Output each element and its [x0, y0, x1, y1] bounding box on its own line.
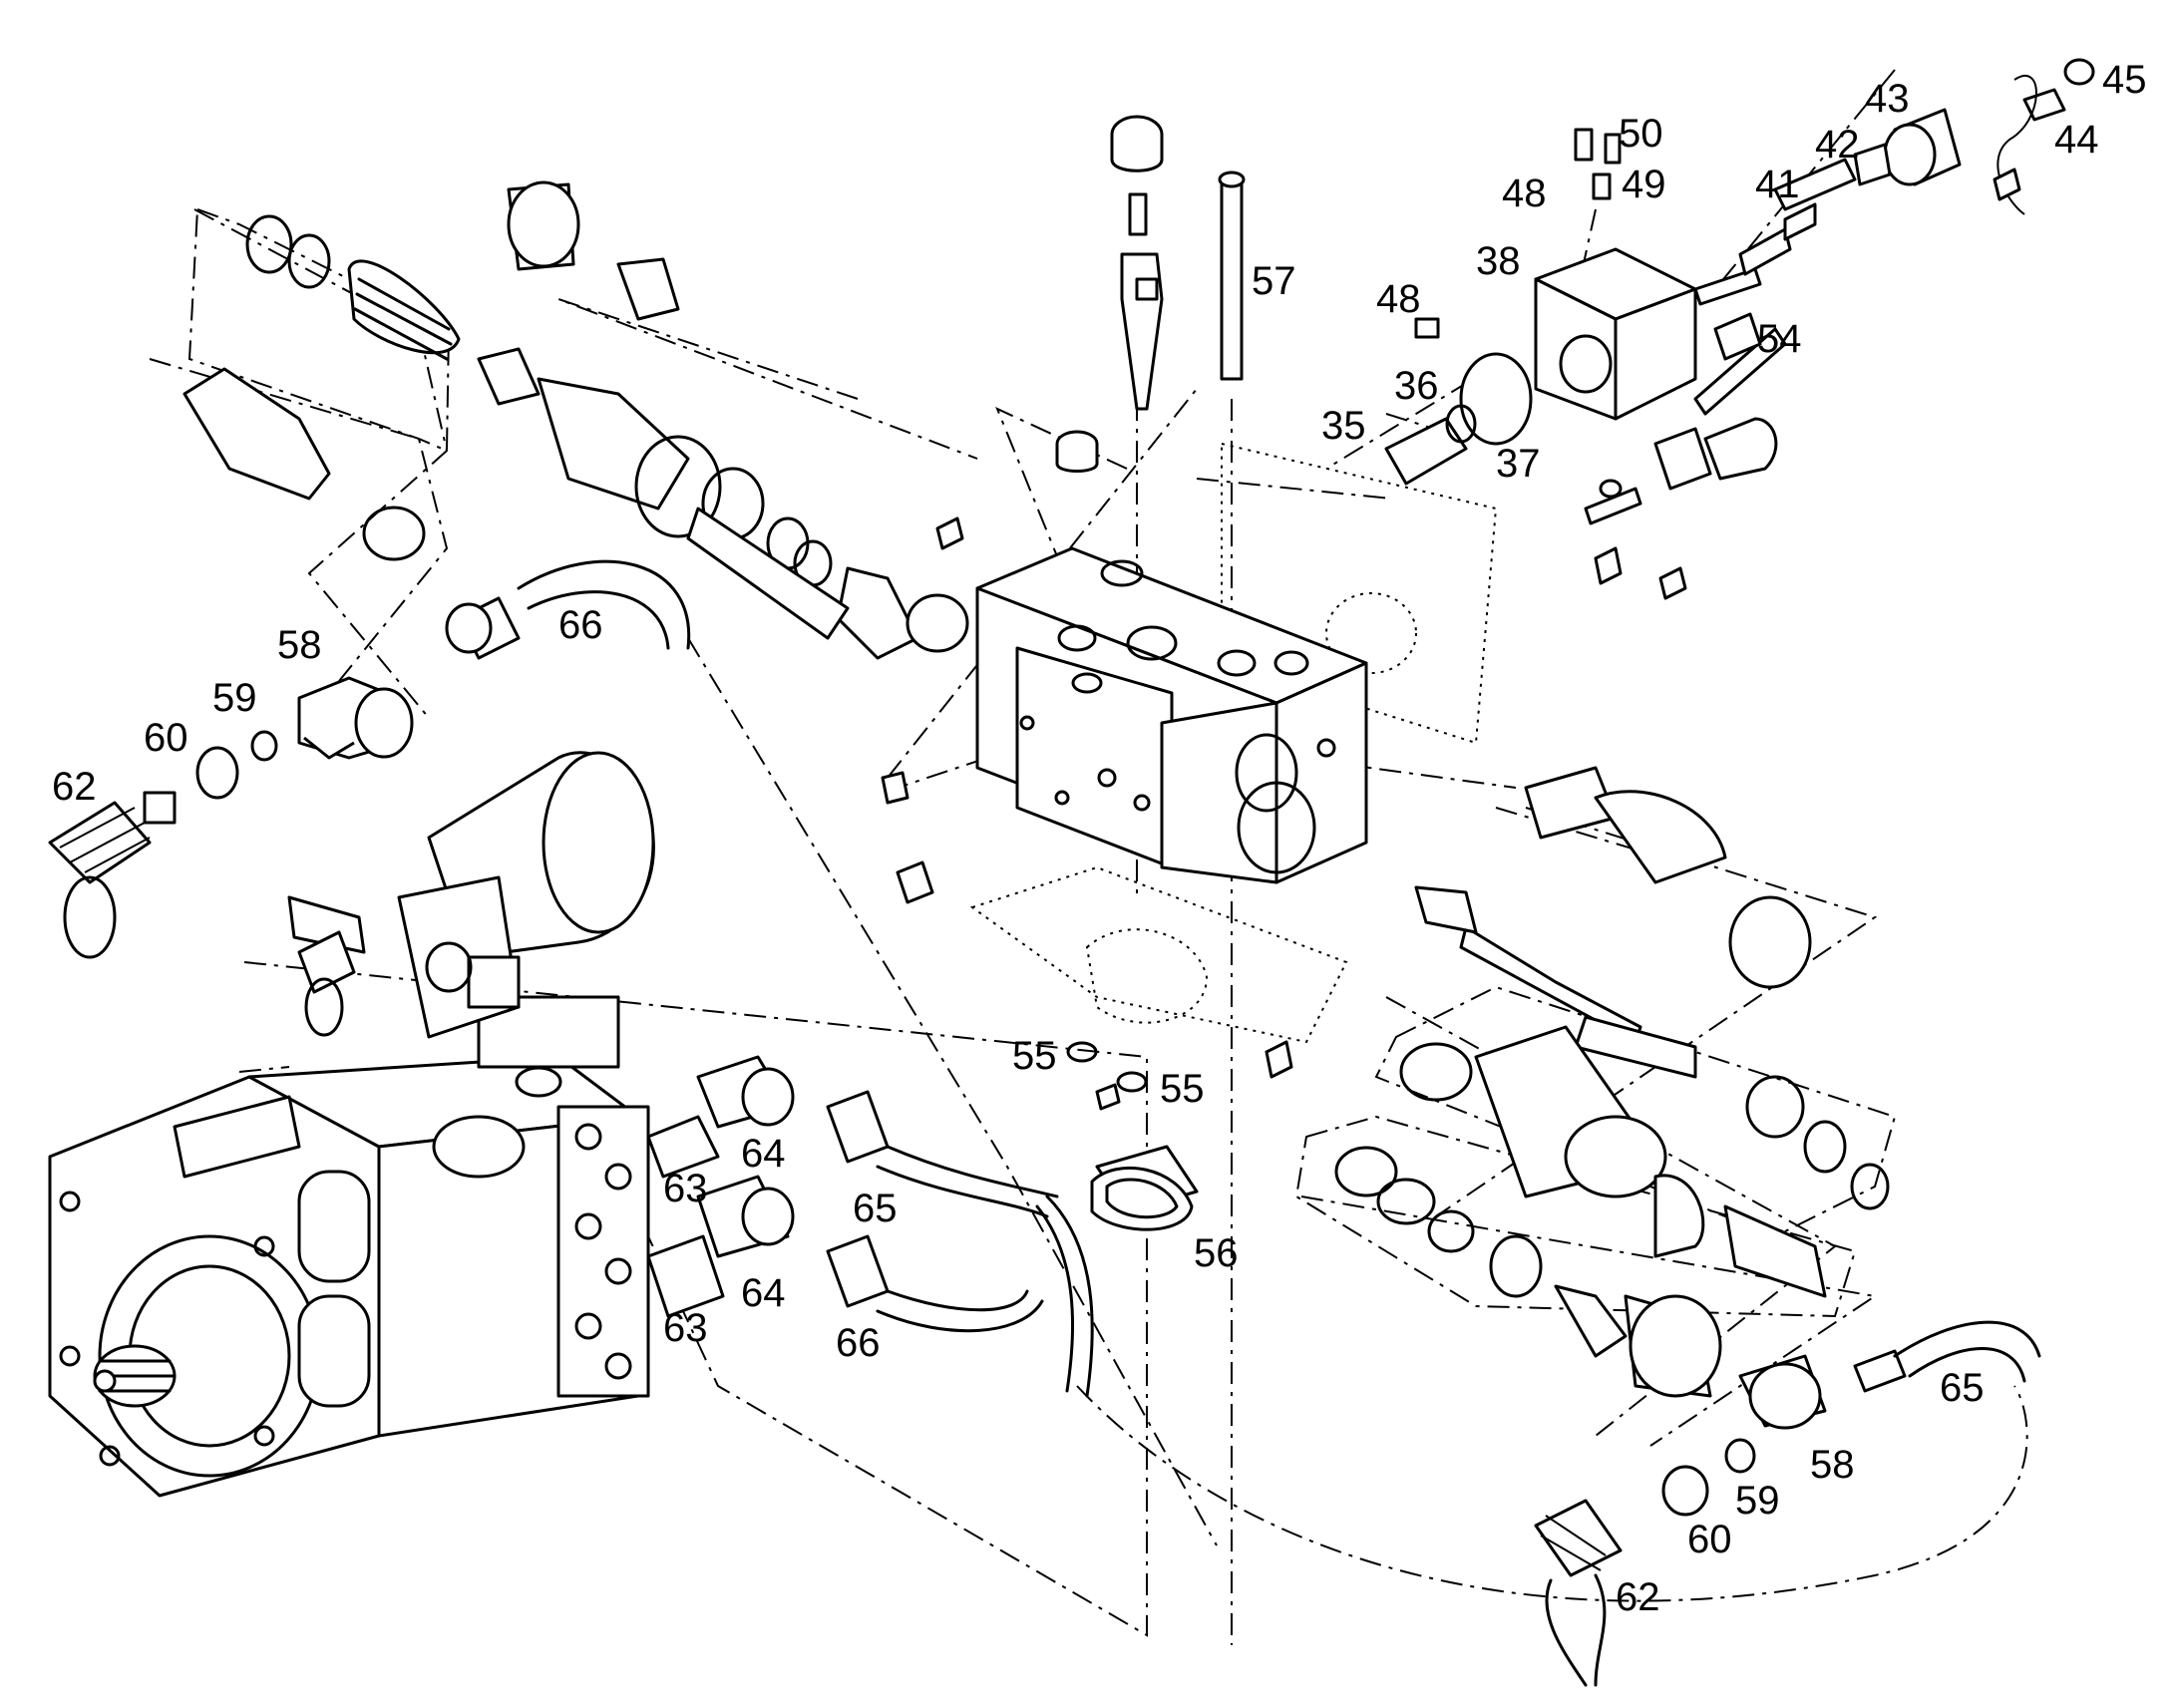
callout-36: 36 [1394, 364, 1439, 408]
valve-block [975, 546, 1368, 884]
pressure-filter [287, 751, 655, 1039]
callout-58-right: 58 [1810, 1443, 1855, 1487]
pump-motor [48, 995, 650, 1498]
callout-62-right: 62 [1616, 1575, 1660, 1619]
callout-44: 44 [2054, 118, 2099, 162]
callout-55-right: 55 [1160, 1067, 1205, 1111]
callout-45: 45 [2102, 58, 2147, 102]
callout-62-left: 62 [52, 765, 97, 809]
callout-65-right: 65 [1940, 1366, 1985, 1410]
gasket-outlines [969, 442, 1498, 1044]
callout-58-left: 58 [277, 623, 322, 667]
callout-42: 42 [1815, 123, 1860, 167]
callout-65-upper: 65 [853, 1187, 898, 1230]
callout-55-left: 55 [1012, 1034, 1057, 1078]
callout-59-right: 59 [1735, 1479, 1780, 1523]
callout-63-upper: 63 [663, 1167, 708, 1210]
callout-57: 57 [1252, 259, 1296, 303]
valve-parts-lower-right [1294, 766, 2041, 1687]
callout-54: 54 [1757, 317, 1802, 361]
callout-35: 35 [1321, 404, 1366, 448]
callout-63-lower: 63 [663, 1306, 708, 1350]
callout-60-left: 60 [144, 716, 188, 760]
callout-43: 43 [1865, 77, 1910, 121]
part-callouts: 35 36 37 38 41 42 43 44 45 48 48 49 50 5… [52, 58, 2147, 1619]
callout-48-lower: 48 [1376, 277, 1421, 321]
callout-64-lower: 64 [741, 1271, 786, 1315]
callout-49: 49 [1622, 163, 1666, 206]
callout-59-left: 59 [212, 676, 257, 720]
seal-ring [1090, 1166, 1194, 1231]
callout-41: 41 [1755, 163, 1800, 206]
callout-48-upper: 48 [1502, 171, 1547, 215]
callout-37: 37 [1496, 442, 1541, 486]
callout-56: 56 [1194, 1231, 1239, 1275]
small-plugs [881, 277, 1293, 1111]
callout-38: 38 [1476, 239, 1521, 283]
callout-66-upper: 66 [558, 603, 603, 647]
valve-parts-top-center [686, 115, 1246, 640]
callout-66-lower: 66 [836, 1321, 881, 1365]
test-point-left [48, 676, 414, 1037]
pilot-valve-parts [1384, 58, 2095, 600]
callout-50: 50 [1619, 112, 1663, 156]
callout-60-right: 60 [1687, 1518, 1732, 1561]
callout-64-upper: 64 [741, 1132, 786, 1176]
valve-parts-top-left [182, 180, 969, 660]
hoses-and-fittings [445, 559, 1199, 1398]
